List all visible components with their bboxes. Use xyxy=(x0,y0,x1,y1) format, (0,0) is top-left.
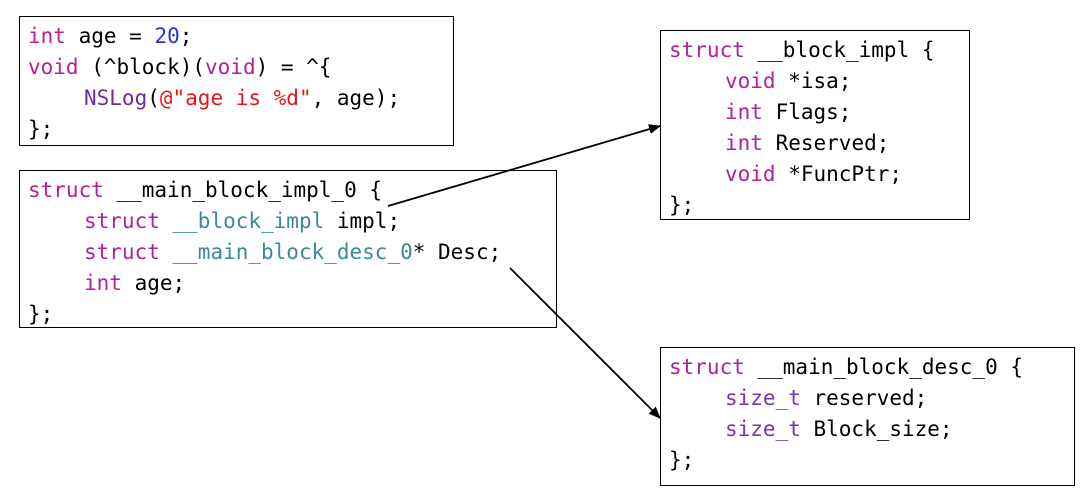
keyword: struct xyxy=(84,240,160,264)
code-text: __main_block_impl_0 { xyxy=(103,178,383,202)
code-line: NSLog(@"age is %d", age); xyxy=(28,83,445,114)
code-text: (^block)( xyxy=(78,55,206,79)
code-line: size_t reserved; xyxy=(669,383,1066,414)
type-name: size_t xyxy=(725,386,801,410)
code-text: ( xyxy=(147,86,160,110)
code-text: __main_block_desc_0 { xyxy=(744,355,1024,379)
keyword: int xyxy=(84,271,122,295)
code-text: age; xyxy=(121,271,186,295)
keyword: struct xyxy=(669,38,745,62)
code-text: }; xyxy=(669,193,695,217)
code-text: *isa; xyxy=(775,69,852,93)
code-text: age = xyxy=(65,24,155,48)
main-block-desc-struct-box: struct __main_block_desc_0 {size_t reser… xyxy=(660,347,1075,486)
keyword: struct xyxy=(84,209,160,233)
keyword: int xyxy=(725,131,763,155)
code-line: }; xyxy=(28,299,548,330)
keyword: void xyxy=(725,69,776,93)
code-line: void (^block)(void) = ^{ xyxy=(28,52,445,83)
keyword: void xyxy=(28,55,79,79)
code-line: }; xyxy=(28,114,445,145)
code-text: }; xyxy=(28,302,54,326)
code-line: struct __main_block_impl_0 { xyxy=(28,175,548,206)
desc-field: * Desc; xyxy=(412,240,502,264)
keyword: struct xyxy=(669,355,745,379)
code-line: struct __main_block_desc_0 { xyxy=(669,352,1066,383)
code-line: struct __block_impl { xyxy=(669,35,961,66)
main-block-impl-struct-box: struct __main_block_impl_0 {struct __blo… xyxy=(19,170,557,328)
keyword: int xyxy=(725,100,763,124)
code-line: size_t Block_size; xyxy=(669,414,1066,445)
type-name: size_t xyxy=(725,417,801,441)
code-text: }; xyxy=(669,448,695,472)
block-impl-struct-box: struct __block_impl {void *isa;int Flags… xyxy=(660,30,970,220)
code-line: struct __block_impl impl; xyxy=(28,206,548,237)
code-text: reserved; xyxy=(800,386,928,410)
code-text xyxy=(160,240,173,264)
code-text xyxy=(160,209,173,233)
code-text: , age); xyxy=(311,86,401,110)
code-text: __block_impl { xyxy=(744,38,935,62)
code-line: int Flags; xyxy=(669,97,961,128)
code-line: void *isa; xyxy=(669,66,961,97)
code-line: int age = 20; xyxy=(28,21,445,52)
code-text: *FuncPtr; xyxy=(775,162,903,186)
type-name: __block_impl xyxy=(172,209,325,233)
code-text: Flags; xyxy=(762,100,852,124)
keyword: void xyxy=(725,162,776,186)
code-line: int Reserved; xyxy=(669,128,961,159)
code-text: Block_size; xyxy=(800,417,953,441)
code-line: void *FuncPtr; xyxy=(669,159,961,190)
code-line: }; xyxy=(669,445,1066,476)
code-line: struct __main_block_desc_0* Desc; xyxy=(28,237,548,268)
code-text: ; xyxy=(179,24,193,48)
code-text: Reserved; xyxy=(762,131,890,155)
block-literal-code-box: int age = 20;void (^block)(void) = ^{NSL… xyxy=(19,16,454,146)
type-name: __main_block_desc_0 xyxy=(172,240,413,264)
keyword: int xyxy=(28,24,66,48)
number-literal: 20 xyxy=(154,24,180,48)
string-literal: @"age is %d" xyxy=(159,86,312,110)
code-text: ) = ^{ xyxy=(255,55,332,79)
keyword: struct xyxy=(28,178,104,202)
code-line: int age; xyxy=(28,268,548,299)
function-name: NSLog xyxy=(84,86,148,110)
code-line: }; xyxy=(669,190,961,221)
impl-field: impl; xyxy=(324,209,401,233)
keyword: void xyxy=(205,55,256,79)
code-text: }; xyxy=(28,117,54,141)
